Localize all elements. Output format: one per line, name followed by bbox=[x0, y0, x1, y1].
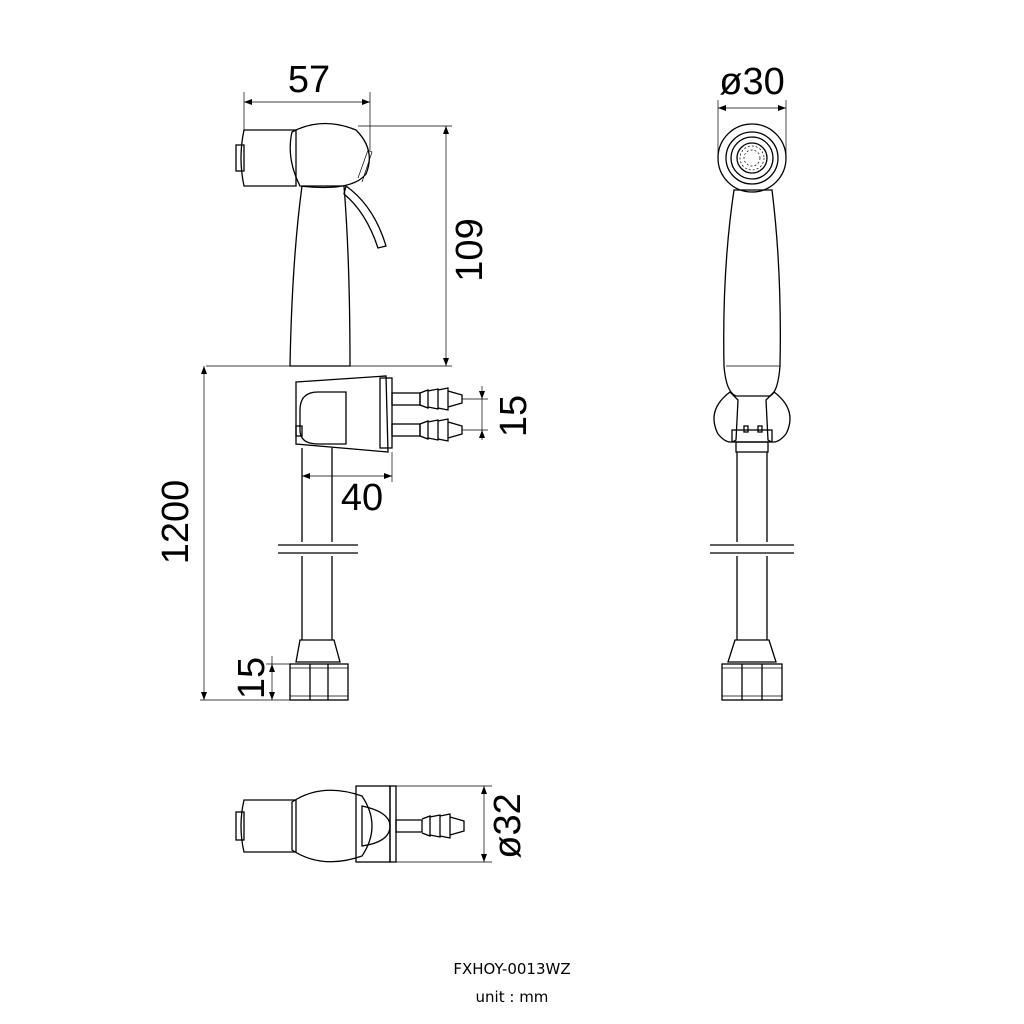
barb-connector-upper bbox=[391, 387, 463, 411]
dim-hose-length: 1200 bbox=[155, 480, 197, 565]
dim-head-width: 57 bbox=[288, 59, 330, 101]
model-number: FXHOY-0013WZ bbox=[453, 960, 570, 978]
dim-nut-height: 15 bbox=[231, 657, 273, 699]
dim-handle-height: 109 bbox=[449, 218, 491, 281]
unit-label: unit : mm bbox=[476, 988, 549, 1006]
dim-barb-spacing: 15 bbox=[493, 395, 535, 437]
side-view bbox=[235, 122, 463, 701]
dim-holder-width: 40 bbox=[341, 477, 383, 519]
dim-holder-diameter: ø32 bbox=[487, 793, 529, 858]
dimension-lines bbox=[200, 92, 787, 863]
dim-head-diameter: ø30 bbox=[719, 61, 784, 103]
barb-connector-lower bbox=[391, 418, 463, 442]
front-view bbox=[708, 123, 796, 701]
top-view bbox=[235, 785, 465, 863]
